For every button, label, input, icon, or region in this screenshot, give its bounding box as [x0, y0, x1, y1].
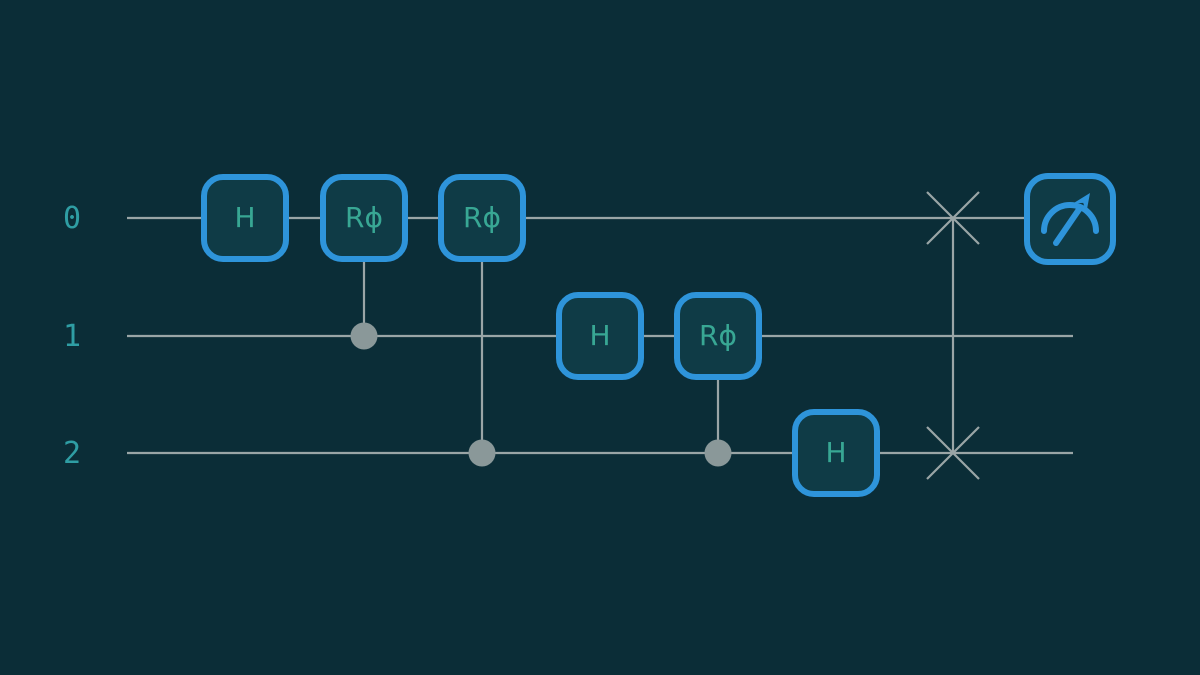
- qubit-label-0: 0: [62, 200, 82, 236]
- gate-label: H: [234, 201, 256, 234]
- gate-rphi-q0-ctrl-q1: Rϕ: [320, 174, 408, 262]
- gauge-meter-icon: [1041, 193, 1099, 246]
- control-dot-q2-first: [468, 439, 496, 467]
- swap-cross-q2: [926, 426, 980, 480]
- gate-label: H: [589, 319, 611, 352]
- swap-cross-q0: [926, 191, 980, 245]
- control-dot-q2-second: [704, 439, 732, 467]
- gate-label: Rϕ: [699, 319, 737, 352]
- qubit-label-1: 1: [62, 318, 82, 354]
- control-dot-q1: [350, 322, 378, 350]
- gate-h-q2: H: [792, 409, 880, 497]
- qubit-label-2: 2: [62, 435, 82, 471]
- gate-rphi-q0-ctrl-q2: Rϕ: [438, 174, 526, 262]
- gate-label: Rϕ: [345, 201, 383, 234]
- gate-h-q1: H: [556, 292, 644, 380]
- gate-h-q0: H: [201, 174, 289, 262]
- gate-label: H: [825, 436, 847, 469]
- gate-label: Rϕ: [463, 201, 501, 234]
- gate-rphi-q1-ctrl-q2: Rϕ: [674, 292, 762, 380]
- measurement-gate-q0: [1024, 173, 1116, 265]
